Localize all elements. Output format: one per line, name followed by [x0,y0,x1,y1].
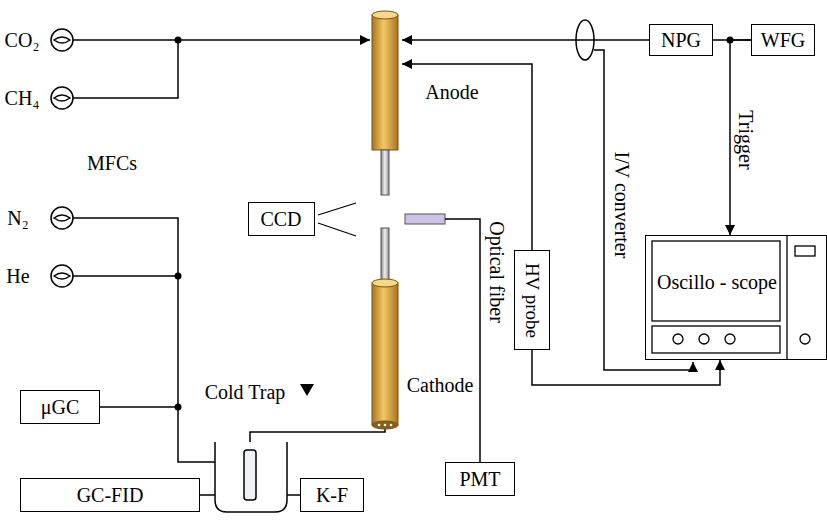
oscilloscope-panel [673,334,683,344]
cathode-electrode [372,421,398,429]
cathode-electrode [390,424,393,427]
cathode-electrode [381,228,389,283]
instrument-box: NPG [649,24,713,56]
mass-flow-valve [51,87,73,109]
part-label: N₂ [7,207,28,229]
node-text: μGC [41,396,80,418]
instrument-box: K-F [300,478,364,512]
camera-view-lines [318,223,356,236]
instrument-box: HV probe [514,250,551,350]
mass-flow-valve [51,207,73,229]
cold-trap [215,442,287,512]
node-text: K-F [316,484,348,506]
instrument-box: Oscillo - scope [645,235,827,360]
pulse-wire [402,39,649,41]
signal-wire [594,50,693,370]
oscilloscope-panel [652,235,815,360]
part-label: Optical fiber [486,221,508,323]
instrument-box: μGC [20,390,100,424]
oscilloscope-panel [795,246,815,256]
oscilloscope-panel [725,334,735,344]
node-text: PMT [459,468,500,490]
node-text: Oscillo - scope [653,242,781,321]
cathode-electrode [372,279,398,287]
cathode-electrode [378,424,381,427]
oscilloscope-panel [800,334,810,344]
instrument-box: PMT [445,462,515,496]
node-text: HV probe [522,262,543,337]
oscilloscope-panel [699,334,709,344]
anode-electrode [372,11,398,195]
gas-line [100,406,178,408]
probe-wire [402,64,532,250]
oscilloscope-panel [652,241,780,321]
oscilloscope-panel [786,235,787,360]
gas-line [287,494,300,496]
mass-flow-valve [51,29,73,51]
cathode-electrode [372,283,398,425]
part-label: MFCs [87,152,137,174]
connector-label: Trigger [735,108,757,171]
fiber-tip [405,214,445,224]
junction-dot [175,37,734,411]
mass-flow-valve [54,215,70,221]
part-label: Cold Trap [205,381,286,403]
cathode-electrode [384,424,387,427]
node-text: CCD [260,208,301,230]
instrument-box: CCD [248,202,315,236]
anode-electrode [372,15,398,150]
junction-dot [175,37,182,44]
signal-connector [532,350,720,385]
part-label: He [6,265,29,287]
cathode-electrode [372,228,398,429]
part-label: CH₄ [5,87,40,109]
mass-flow-valve [51,265,73,287]
instrument-box: WFG [751,24,815,56]
oscilloscope-panel [652,326,780,353]
part-label: I/V converter [611,152,633,259]
mass-flow-valve [54,37,70,43]
camera-view-lines [318,203,356,215]
junction-dot [175,273,182,280]
node-text: GC-FID [77,484,144,506]
flow-arrow [300,384,314,396]
instrument-box: GC-FID [20,478,200,512]
mass-flow-valve [54,95,70,101]
gas-line [73,39,370,41]
node-text: WFG [761,29,805,51]
part-label: Cathode [407,374,474,396]
gas-line [73,275,178,277]
gas-line [73,40,385,462]
mass-flow-valve [54,273,70,279]
anode-electrode [372,11,398,19]
anode-electrode [381,150,389,195]
camera-view-lines [318,203,356,236]
cold-trap [244,450,256,500]
part-label: CO₂ [5,29,40,51]
optical-fiber [445,219,480,462]
part-label: Anode [425,81,478,103]
gas-line [73,40,178,98]
gas-line [200,494,215,496]
node-text: NPG [661,29,701,51]
gas-line [73,218,244,462]
cold-trap [215,442,287,512]
mass-flow-valve [51,29,73,287]
